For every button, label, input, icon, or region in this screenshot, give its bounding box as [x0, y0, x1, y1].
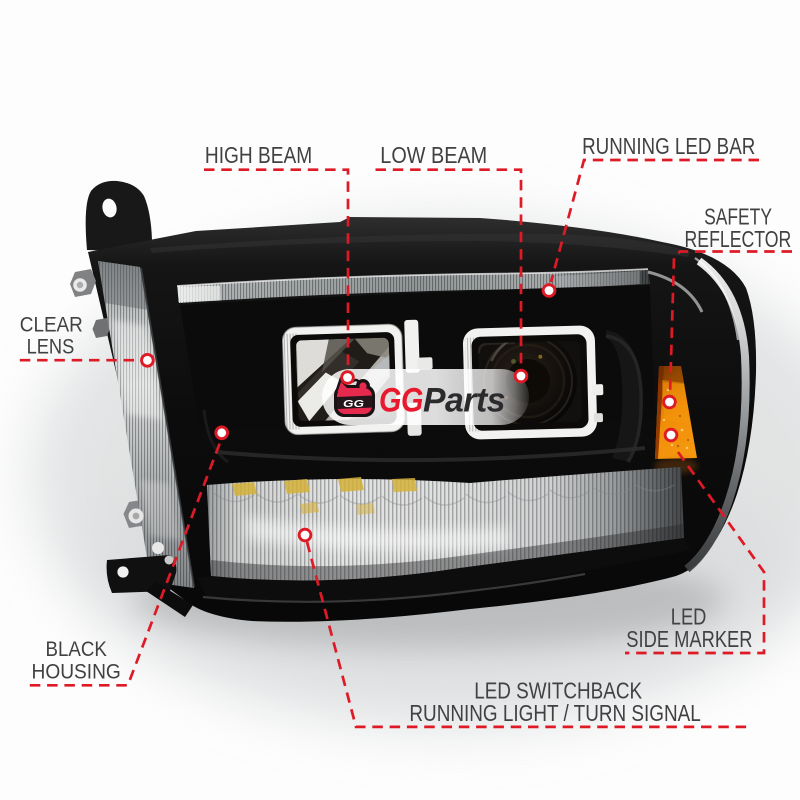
- svg-text:LOW BEAM: LOW BEAM: [380, 142, 487, 168]
- svg-text:CLEAR: CLEAR: [20, 313, 83, 337]
- svg-text:BLACK: BLACK: [46, 637, 108, 661]
- svg-text:GG: GG: [343, 398, 364, 410]
- svg-text:LED SWITCHBACK: LED SWITCHBACK: [474, 678, 642, 704]
- svg-text:SIDE MARKER: SIDE MARKER: [626, 626, 752, 652]
- svg-text:GGParts: GGParts: [379, 382, 505, 420]
- svg-text:REFLECTOR: REFLECTOR: [685, 226, 792, 252]
- svg-text:LED: LED: [671, 604, 707, 630]
- svg-text:HOUSING: HOUSING: [32, 659, 121, 683]
- svg-text:RUNNING LED BAR: RUNNING LED BAR: [582, 133, 755, 159]
- svg-text:HIGH BEAM: HIGH BEAM: [205, 142, 312, 168]
- svg-text:RUNNING LIGHT / TURN SIGNAL: RUNNING LIGHT / TURN SIGNAL: [409, 700, 701, 726]
- svg-text:SAFETY: SAFETY: [704, 203, 772, 229]
- svg-text:LENS: LENS: [27, 334, 75, 358]
